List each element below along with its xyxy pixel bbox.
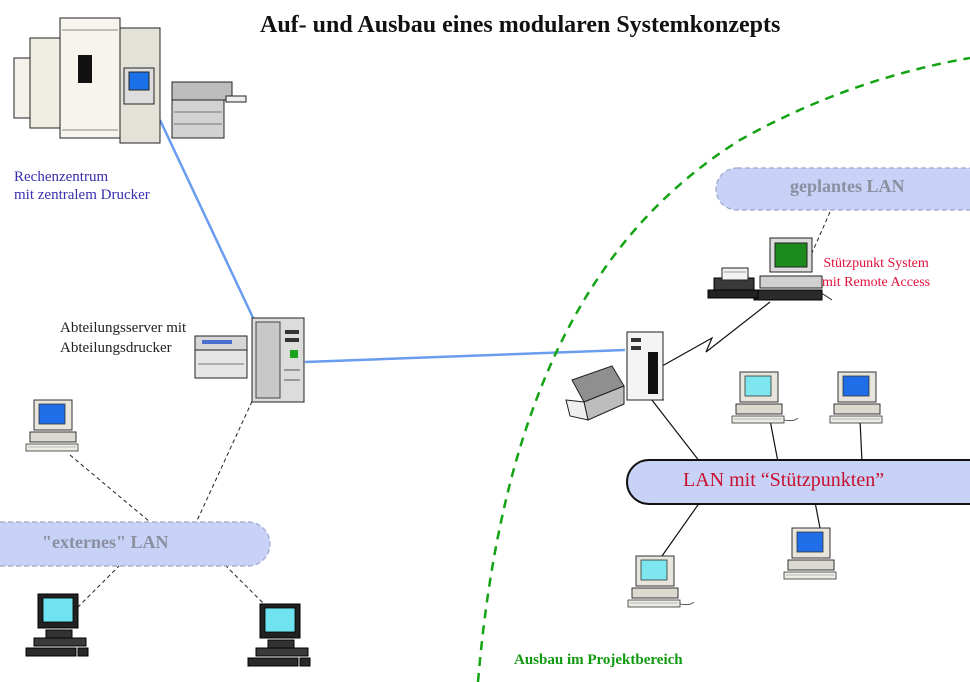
outpost-workstation-2-icon (829, 371, 883, 424)
department-server-icon (251, 317, 305, 403)
department-server-label: Abteilungsserver mit Abteilungsdrucker (60, 318, 186, 358)
department-server-label-line1: Abteilungsserver mit (60, 320, 187, 336)
department-server-label-line2: Abteilungsdrucker (60, 340, 172, 356)
outpost-server-icon (626, 331, 664, 401)
outpost-workstation-1-icon (731, 371, 799, 424)
external-lan-label: "externes" LAN (42, 532, 169, 552)
central-printer-icon (171, 81, 247, 139)
link-outpost-lan-pc4 (814, 501, 821, 529)
link-pc-external-lan (69, 454, 151, 523)
project-region-label: Ausbau im Projektbereich (514, 652, 683, 668)
mainframe-icon (13, 17, 161, 144)
external-workstation-icon (25, 399, 79, 452)
department-printer-icon (194, 335, 248, 379)
connections (69, 119, 863, 611)
diagram-title: Auf- und Ausbau eines modularen Systemko… (260, 12, 781, 38)
link-server-outpost-lan (647, 394, 701, 463)
link-outpost-lan-pc1 (769, 419, 779, 463)
outpost-workstation-4-icon (783, 527, 837, 580)
link-external-lan-pc-left (74, 564, 121, 611)
wan-link-datacenter-server (158, 119, 257, 323)
data-center-label-line2: mit zentralem Drucker (14, 187, 150, 203)
outpost-printer-icon (565, 365, 625, 421)
wan-link-server-outpost (304, 348, 626, 364)
outpost-workstation-3-icon (627, 555, 695, 608)
outpost-system-label: Stützpunkt System mit Remote Access (822, 254, 930, 292)
outpost-workstation-icon (753, 237, 833, 301)
outpost-lan-label: LAN mit “Stützpunkten” (683, 469, 885, 491)
outpost-system-label-line1: Stützpunkt System (823, 256, 929, 271)
project-region-boundary (476, 56, 970, 682)
data-center-label-line1: Rechenzentrum (14, 169, 109, 185)
link-outpost-lan-pc2 (859, 419, 863, 463)
link-external-lan-pc-right (224, 564, 271, 611)
outpost-dot-matrix-printer-icon (707, 267, 759, 299)
data-center-label: Rechenzentrum mit zentralem Drucker (14, 168, 150, 204)
outpost-system-label-line2: mit Remote Access (822, 275, 931, 290)
link-server-external-lan (194, 394, 256, 526)
external-lan-capsule (0, 521, 271, 567)
planned-lan-label: geplantes LAN (790, 176, 905, 196)
link-server-remote-access (654, 301, 771, 371)
outpost-lan-capsule (626, 459, 970, 505)
external-black-workstation-left-icon (25, 593, 89, 657)
link-outpost-lan-pc3 (661, 501, 701, 557)
external-black-workstation-right-icon (247, 603, 311, 667)
planned-lan-capsule (715, 167, 970, 211)
